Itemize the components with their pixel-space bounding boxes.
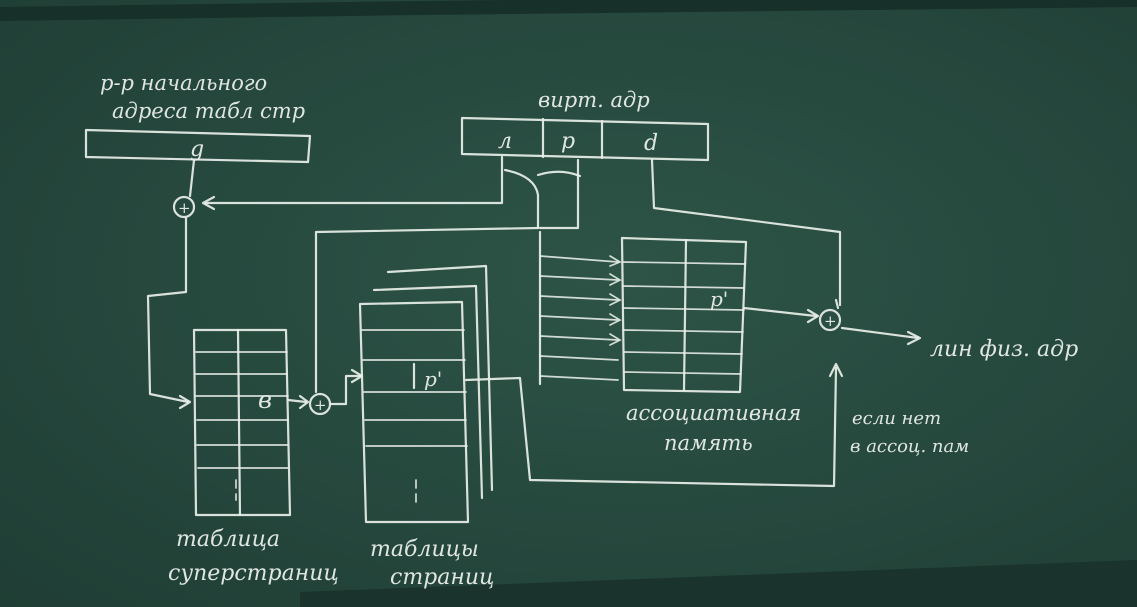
assoc-to-adder3-line xyxy=(742,306,818,318)
l-to-bus-line xyxy=(503,168,540,230)
adder-3-sign: + xyxy=(824,312,837,330)
base-register-value: g xyxy=(190,137,204,162)
assoc-memory-rows xyxy=(622,261,746,375)
adder-1 xyxy=(172,195,196,219)
adder1-to-supertable-arrow xyxy=(178,394,192,410)
pagetable-value: p' xyxy=(424,367,442,391)
virtual-address-label: вирт. адр xyxy=(538,88,650,112)
pagetable-to-adder3-line xyxy=(464,366,838,488)
bus-curve xyxy=(536,170,582,178)
assoc-input-lines xyxy=(539,255,619,381)
pagetables-label-1: таблицы xyxy=(370,537,479,562)
physical-address-label: лин физ. адр xyxy=(930,337,1078,362)
base-to-adder-line xyxy=(188,158,196,198)
adder-2-sign: + xyxy=(314,396,327,414)
assoc-memory-value: p' xyxy=(710,287,728,311)
assoc-memory-box xyxy=(620,236,748,394)
va-field-l: л xyxy=(498,129,512,154)
if-not-label-1: если нет xyxy=(852,408,941,429)
supertable-box xyxy=(192,328,292,517)
supertable-rows xyxy=(195,351,289,469)
p-to-bus-line xyxy=(538,158,580,230)
supertable-value: в xyxy=(258,386,272,414)
pagetables-label-2: страниц xyxy=(390,565,494,590)
d-to-adder3-line xyxy=(650,158,842,307)
pagetable-to-adder3-arrow xyxy=(828,362,844,378)
assoc-input-arrows xyxy=(609,255,622,346)
va-field-d: d xyxy=(644,131,658,156)
l-to-adder1-arrow xyxy=(201,195,216,211)
pagetable-front xyxy=(358,300,470,524)
adder2-to-pagetable-line xyxy=(328,374,362,406)
adder-3 xyxy=(818,308,842,332)
l-to-adder1-line xyxy=(204,155,504,205)
supertable-label-2: суперстраниц xyxy=(168,561,339,586)
base-register-label-1: р-р начального xyxy=(100,71,267,95)
supertable-label-1: таблица xyxy=(176,527,280,552)
assoc-to-adder3-arrow xyxy=(806,308,820,324)
supertable-col xyxy=(236,328,242,517)
board-bottom-edge xyxy=(300,560,1137,607)
d-arrow-tip xyxy=(834,298,840,310)
base-register-box xyxy=(84,128,312,164)
adder-1-sign: + xyxy=(178,199,191,217)
pagetable-rows xyxy=(361,329,468,447)
va-field-p: p xyxy=(561,129,575,154)
adder3-to-physical-line xyxy=(840,326,920,340)
board-top-edge xyxy=(0,0,1137,21)
base-register-label-2: адреса табл стр xyxy=(112,99,305,123)
if-not-label-2: в ассоц. пам xyxy=(850,436,969,457)
virtual-address-register xyxy=(460,116,710,162)
assoc-memory-label-2: память xyxy=(664,431,753,455)
adder1-to-supertable-line xyxy=(146,216,190,404)
assoc-memory-label-1: ассоциативная xyxy=(626,401,801,425)
adder3-to-physical-arrow xyxy=(906,330,922,346)
pagetable-back-2 xyxy=(386,264,494,492)
pagetable-back-1 xyxy=(372,284,484,500)
supertable-to-adder2-arrow xyxy=(298,394,310,410)
p-to-adder2-line xyxy=(314,226,540,394)
supertable-to-adder2-line xyxy=(286,398,308,404)
assoc-memory-col xyxy=(682,238,688,392)
